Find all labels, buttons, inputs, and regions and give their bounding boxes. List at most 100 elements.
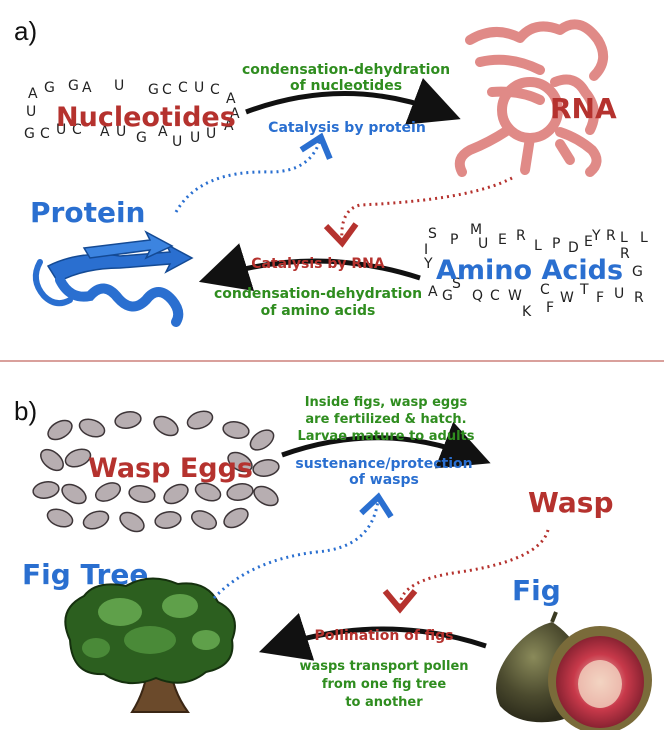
- amino-letter: M: [470, 222, 482, 238]
- wasp-egg: [253, 485, 279, 507]
- arrow-b-bottom-green-line2: from one fig tree: [322, 677, 447, 692]
- nucleotide-letter: U: [26, 104, 36, 120]
- wasp-egg: [40, 448, 64, 472]
- amino-letter: G: [442, 288, 453, 304]
- amino-letter: L: [620, 230, 628, 246]
- nucleotide-letter: A: [82, 80, 92, 96]
- nucleotide-letter: C: [72, 122, 82, 138]
- amino-letter: W: [560, 290, 574, 306]
- wasp-egg: [94, 482, 122, 502]
- wasp-label: Wasp: [528, 486, 614, 519]
- wasp-egg: [227, 451, 253, 473]
- arrow-b-top-green-line1: Inside figs, wasp eggs: [305, 395, 468, 410]
- amino-letter: U: [614, 286, 624, 302]
- wasp-egg: [47, 419, 73, 441]
- arrow-b-top-blue-line2: of wasps: [349, 472, 419, 488]
- amino-letter: F: [546, 300, 554, 316]
- nucleotide-letter: U: [116, 124, 126, 140]
- amino-letter: E: [584, 234, 593, 250]
- wasp-egg: [190, 510, 218, 530]
- nucleotide-letters: A G G A U G C C U C A U A G C U C A U G …: [24, 78, 240, 150]
- nucleotide-letter: G: [24, 126, 35, 142]
- wasp-egg: [114, 411, 142, 429]
- amino-letter: G: [632, 264, 643, 280]
- wasp-egg: [249, 429, 275, 451]
- wasp-egg: [128, 485, 156, 503]
- dotted-arrow-fig-tree-sustenance: [212, 492, 394, 600]
- nucleotide-letter: A: [100, 124, 110, 140]
- arrow-b-top-blue-line1: sustenance/protection: [295, 456, 472, 472]
- rna-structure-icon: [454, 19, 609, 177]
- arrow-top-green-line2: of nucleotides: [290, 78, 402, 94]
- amino-letter: S: [452, 276, 461, 292]
- nucleotide-letter: G: [148, 82, 159, 98]
- nucleotide-letter: G: [44, 80, 55, 96]
- nucleotide-letter: C: [210, 82, 220, 98]
- nucleotide-letter: C: [162, 82, 172, 98]
- nucleotide-letter: U: [114, 78, 124, 94]
- amino-letter: L: [534, 238, 542, 254]
- dotted-arrow-protein-catalysis: [174, 132, 333, 213]
- arrow-bottom-green-line2: of amino acids: [261, 303, 376, 319]
- dotted-arrow-wasp-pollination: [382, 529, 550, 614]
- wasp-egg: [163, 483, 189, 505]
- wasp-eggs-label: Wasp Eggs: [88, 453, 253, 484]
- nucleotide-letter: C: [40, 126, 50, 142]
- wasp-egg: [64, 448, 92, 468]
- panel-b-label: b): [14, 396, 37, 426]
- amino-letter: K: [522, 304, 532, 320]
- arrow-nucleotides-to-rna: [245, 77, 461, 125]
- wasp-egg: [194, 482, 222, 502]
- nucleotides-label: Nucleotides: [56, 102, 236, 133]
- arrow-b-top-green-line3: Larvae mature to adults: [297, 429, 474, 444]
- wasp-egg: [78, 418, 106, 438]
- wasp-egg: [223, 507, 249, 529]
- nucleotide-letter: U: [206, 126, 216, 142]
- amino-acid-letters: S I P M U E R L P D E Y R L R L Y G A G …: [423, 222, 648, 320]
- amino-letter: Y: [591, 228, 601, 244]
- wasp-egg: [154, 511, 182, 529]
- arrow-amino-acids-to-protein: [198, 243, 421, 292]
- arrow-bottom-green-line1: condensation-dehydration: [214, 286, 422, 302]
- nucleotide-letter: A: [230, 106, 240, 122]
- rna-label: RNA: [550, 92, 617, 125]
- amino-letter: R: [620, 246, 630, 262]
- fig-fruit-icon: [496, 611, 652, 730]
- arrow-top-green-line1: condensation-dehydration: [242, 62, 450, 78]
- amino-letter: C: [540, 282, 550, 298]
- amino-letter: U: [478, 236, 488, 252]
- amino-letter: R: [516, 228, 526, 244]
- arrow-b-bottom-green-line3: to another: [345, 695, 423, 710]
- protein-structure-icon: [32, 230, 194, 327]
- amino-letter: F: [596, 290, 604, 306]
- amino-letter: A: [428, 284, 438, 300]
- amino-acids-label: Amino Acids: [436, 255, 623, 286]
- nucleotide-letter: G: [68, 78, 79, 94]
- wasp-egg: [226, 483, 254, 501]
- amino-letter: E: [498, 232, 507, 248]
- nucleotide-letter: C: [178, 80, 188, 96]
- wasp-egg: [252, 459, 280, 477]
- arrow-b-bottom-red-label: Pollination of figs: [315, 628, 454, 644]
- wasp-egg: [222, 421, 250, 439]
- amino-letter: Y: [423, 256, 433, 272]
- arrow-fig-to-fig-tree: [258, 613, 487, 661]
- amino-letter: R: [634, 290, 644, 306]
- wasp-egg: [46, 508, 74, 528]
- amino-letter: T: [579, 282, 589, 298]
- nucleotide-letter: A: [224, 118, 234, 134]
- arrow-wasp-eggs-to-wasp: [281, 421, 491, 469]
- panel-a-label: a): [14, 16, 37, 46]
- nucleotide-letter: A: [158, 124, 168, 140]
- wasp-egg: [82, 510, 110, 530]
- nucleotide-letter: U: [190, 130, 200, 146]
- dotted-arrow-rna-catalysis: [323, 176, 513, 248]
- nucleotide-letter: U: [194, 80, 204, 96]
- amino-letter: P: [552, 236, 560, 252]
- amino-letter: D: [568, 240, 579, 256]
- amino-letter: R: [606, 228, 616, 244]
- arrow-bottom-red-label: Catalysis by RNA: [251, 256, 385, 272]
- fig-tree-icon: [64, 577, 236, 713]
- amino-letter: C: [490, 288, 500, 304]
- arrow-top-blue-label: Catalysis by protein: [268, 120, 426, 136]
